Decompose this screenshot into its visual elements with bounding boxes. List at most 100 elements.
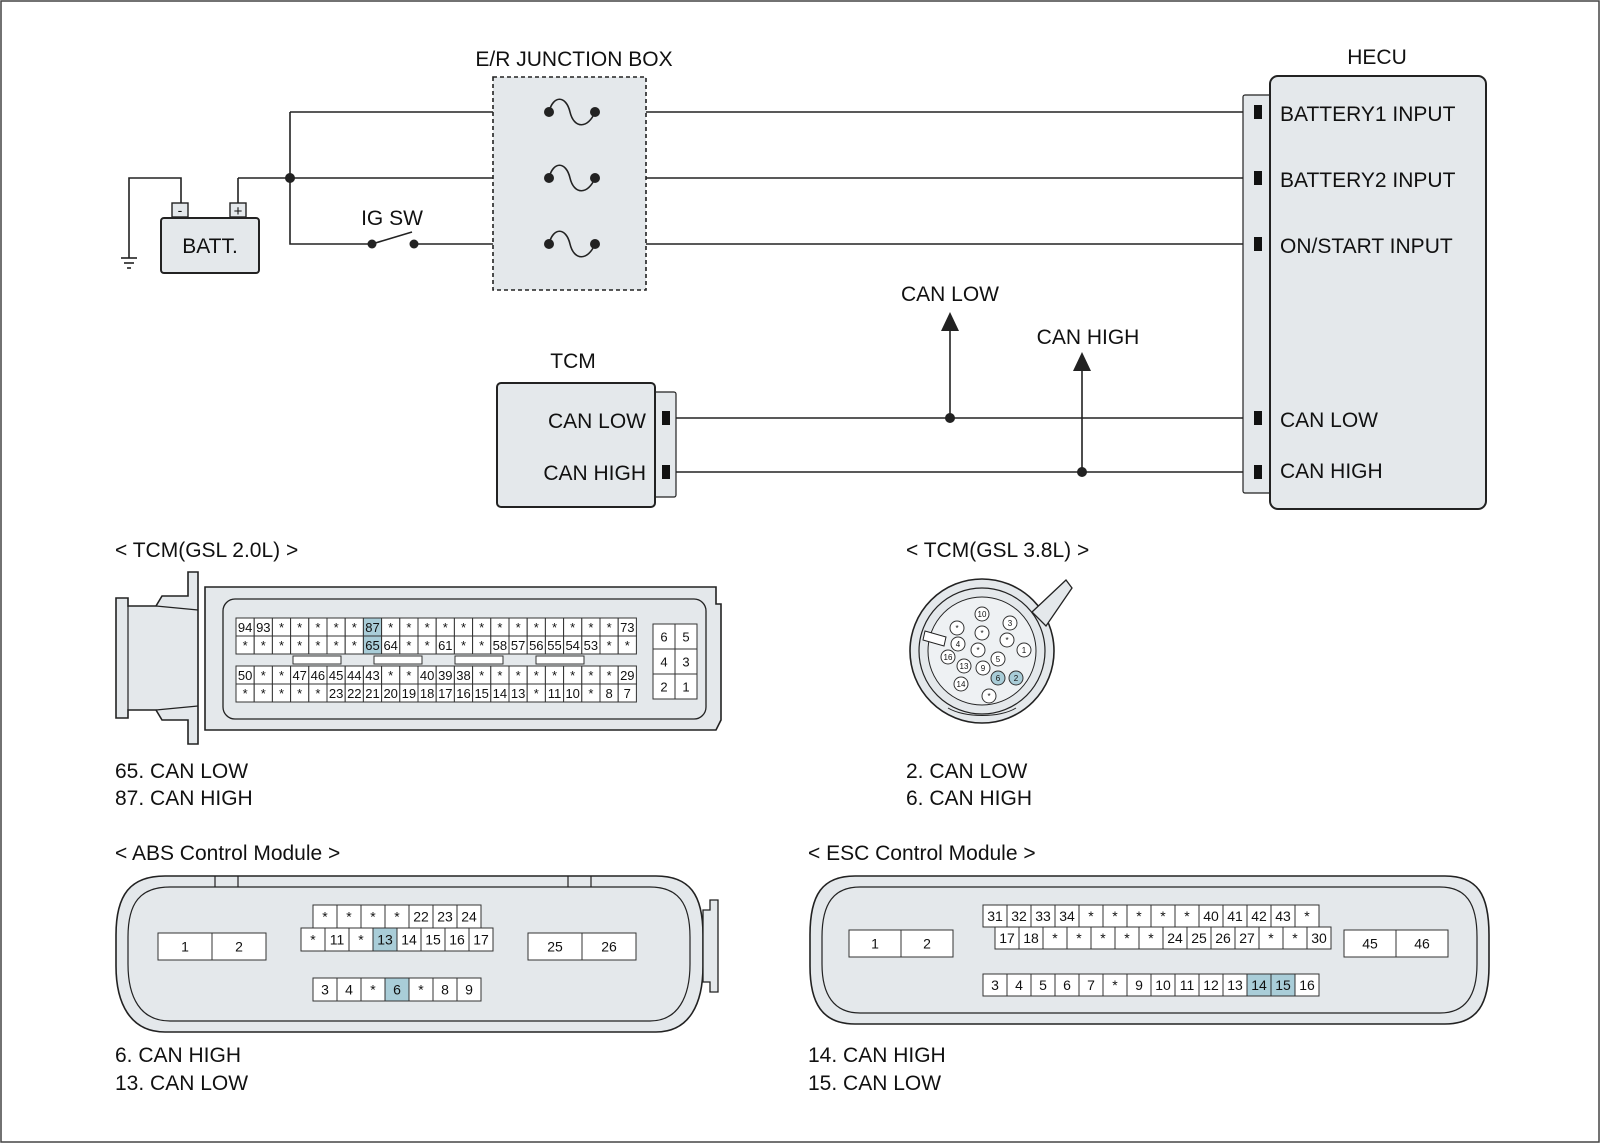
pin-label: 1 <box>682 680 689 695</box>
pin-label: * <box>279 686 284 701</box>
pin-label: * <box>1100 930 1106 946</box>
pin-label: * <box>352 638 357 653</box>
pin-cell: 44 <box>344 665 364 685</box>
pin-cell: 8 <box>432 977 458 1002</box>
pin-label: 15 <box>425 932 441 948</box>
hecu-pin-label: CAN HIGH <box>1280 460 1383 483</box>
pin-cell: * <box>526 683 546 703</box>
pin-label: 11 <box>330 932 345 948</box>
pin-cell: * <box>581 617 601 637</box>
hecu-module: HECU BATTERY1 INPUT BATTERY2 INPUT ON/ST… <box>1242 46 1487 510</box>
pin-label: * <box>334 638 339 653</box>
pin-cell: * <box>381 665 401 685</box>
pin-label: * <box>1268 930 1274 946</box>
pin-cell: 14 <box>396 927 422 952</box>
pin-label: * <box>479 668 484 683</box>
pin-cell: 55 <box>544 635 565 655</box>
pin-label: * <box>352 620 357 635</box>
pin-cell: * <box>271 635 292 655</box>
pin-cell: * <box>563 665 583 685</box>
pin-cell: * <box>344 617 364 637</box>
pin-label: 57 <box>511 638 525 653</box>
pin-cell: 53 <box>581 635 601 655</box>
tcm-pin-label: CAN LOW <box>548 410 646 433</box>
pin: 3 <box>1002 615 1018 631</box>
pin-cell: * <box>1282 926 1308 950</box>
pin-label: 9 <box>981 664 986 673</box>
pin-cell: * <box>599 635 619 655</box>
pin-label: * <box>261 638 266 653</box>
pin-cell: 2 <box>652 673 676 700</box>
pin-cell: 23 <box>326 683 346 703</box>
pin-label: 53 <box>584 638 598 653</box>
pin-label: * <box>625 638 630 653</box>
pin-label: 25 <box>547 939 563 955</box>
pin-cell: 5 <box>674 623 698 650</box>
pin-cell: 16 <box>444 927 470 952</box>
highlighted-pin-cell: 6 <box>384 977 410 1002</box>
pin-label: * <box>279 668 284 683</box>
pin-cell: 9 <box>1126 973 1152 997</box>
pin-label: 43 <box>1275 908 1291 924</box>
pin-cell: 1 <box>674 673 698 700</box>
pin-label: 22 <box>347 686 361 701</box>
pin: 1 <box>1016 642 1032 658</box>
pin-cell: 40 <box>417 665 437 685</box>
wire-junction-dot <box>285 173 295 183</box>
pin-cell: 22 <box>344 683 364 703</box>
pin-cell: * <box>308 683 328 703</box>
pin-cell: * <box>326 635 346 655</box>
pin-label: * <box>261 668 266 683</box>
pin-label: 16 <box>456 686 470 701</box>
abs-note: 13. CAN LOW <box>115 1072 248 1095</box>
tcm-38-title: < TCM(GSL 3.8L) > <box>906 539 1089 562</box>
wire-junction-dot <box>945 413 955 423</box>
pin-cell: 8 <box>599 683 619 703</box>
highlighted-pin-cell: 87 <box>362 617 383 637</box>
pin-cell: 46 <box>308 665 328 685</box>
fuse-icon <box>544 98 600 126</box>
pin-label: * <box>443 620 448 635</box>
pin-label: 14 <box>401 932 417 948</box>
pin-label: 10 <box>565 686 579 701</box>
pin-cell: * <box>617 635 637 655</box>
pin-label: 43 <box>365 668 379 683</box>
pin-label: 2 <box>1014 674 1019 683</box>
pin-label: 6 <box>1063 977 1071 993</box>
pin-cell: * <box>417 617 437 637</box>
pin-cell: 3 <box>312 977 338 1002</box>
pin-label: * <box>358 932 364 948</box>
pin-label: * <box>370 982 376 998</box>
pin-cell: * <box>1066 926 1092 950</box>
pin-cell: 11 <box>324 927 350 952</box>
pin-label: 18 <box>420 686 434 701</box>
pin-label: * <box>534 620 539 635</box>
pin-cell: 6 <box>1054 973 1080 997</box>
pin-cell: * <box>581 665 601 685</box>
pin-cell: 30 <box>1306 926 1332 950</box>
pin-label: 9 <box>1135 977 1143 993</box>
pin-label: 26 <box>601 939 617 955</box>
battery: - + BATT. <box>160 202 260 274</box>
pin-label: 15 <box>1275 977 1291 993</box>
feed-wire <box>289 112 368 245</box>
pin-label: * <box>1292 930 1298 946</box>
pin: * <box>981 688 997 704</box>
pin-cell: 4 <box>1006 973 1032 997</box>
pin-cell: 4 <box>652 648 676 675</box>
pin-label: * <box>1112 977 1118 993</box>
pin-cell: 1 <box>848 929 902 958</box>
pin-cell: 16 <box>453 683 474 703</box>
pin-cell: * <box>1138 926 1164 950</box>
pin-label: 11 <box>1180 977 1195 993</box>
pin-cell: 45 <box>326 665 346 685</box>
pin-label: 14 <box>493 686 507 701</box>
pin-cell: * <box>308 635 328 655</box>
pin-cell: * <box>344 635 364 655</box>
pin-label: 87 <box>365 620 379 635</box>
pin-label: 40 <box>1203 908 1219 924</box>
hecu-pin-label: ON/START INPUT <box>1280 235 1453 258</box>
